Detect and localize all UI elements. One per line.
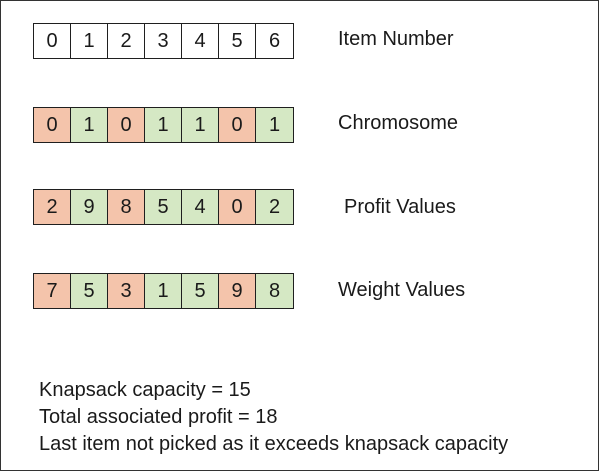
chromosome-gene-cell: 0 — [34, 108, 71, 142]
chromosome-gene-cell: 0 — [219, 108, 256, 142]
total-profit-note: Total associated profit = 18 — [39, 406, 278, 428]
item-number-label: Item Number — [338, 28, 454, 50]
weight-value-cell: 1 — [145, 274, 182, 308]
chromosome-row: 0 1 0 1 1 0 1 — [33, 107, 294, 143]
chromosome-gene-cell: 1 — [256, 108, 293, 142]
chromosome-gene-cell: 1 — [182, 108, 219, 142]
weight-values-label: Weight Values — [338, 279, 466, 301]
profit-values-label: Profit Values — [344, 196, 456, 218]
item-number-row: 0 1 2 3 4 5 6 — [33, 23, 294, 59]
chromosome-cells: 0 1 0 1 1 0 1 — [33, 107, 294, 143]
profit-value-cell: 9 — [71, 190, 108, 224]
profit-value-cell: 5 — [145, 190, 182, 224]
chromosome-gene-cell: 1 — [145, 108, 182, 142]
profit-value-cell: 2 — [34, 190, 71, 224]
item-number-cell: 2 — [108, 24, 145, 58]
profit-value-cell: 0 — [219, 190, 256, 224]
weight-values-row: 7 5 3 1 5 9 8 — [33, 273, 294, 309]
profit-values-row: 2 9 8 5 4 0 2 — [33, 189, 294, 225]
item-number-cell: 6 — [256, 24, 293, 58]
item-number-cell: 3 — [145, 24, 182, 58]
chromosome-gene-cell: 0 — [108, 108, 145, 142]
profit-value-cell: 2 — [256, 190, 293, 224]
exclusion-note: Last item not picked as it exceeds knaps… — [39, 433, 509, 455]
item-number-cell: 4 — [182, 24, 219, 58]
item-number-cells: 0 1 2 3 4 5 6 — [33, 23, 294, 59]
weight-value-cell: 3 — [108, 274, 145, 308]
weight-value-cell: 7 — [34, 274, 71, 308]
weight-value-cell: 5 — [182, 274, 219, 308]
item-number-cell: 0 — [34, 24, 71, 58]
profit-value-cell: 8 — [108, 190, 145, 224]
item-number-cell: 1 — [71, 24, 108, 58]
weight-value-cell: 9 — [219, 274, 256, 308]
capacity-note: Knapsack capacity = 15 — [39, 379, 251, 401]
profit-values-cells: 2 9 8 5 4 0 2 — [33, 189, 294, 225]
weight-values-cells: 7 5 3 1 5 9 8 — [33, 273, 294, 309]
weight-value-cell: 5 — [71, 274, 108, 308]
chromosome-gene-cell: 1 — [71, 108, 108, 142]
chromosome-label: Chromosome — [338, 112, 459, 134]
item-number-cell: 5 — [219, 24, 256, 58]
summary-notes: Knapsack capacity = 15 Total associated … — [39, 377, 508, 458]
weight-value-cell: 8 — [256, 274, 293, 308]
profit-value-cell: 4 — [182, 190, 219, 224]
